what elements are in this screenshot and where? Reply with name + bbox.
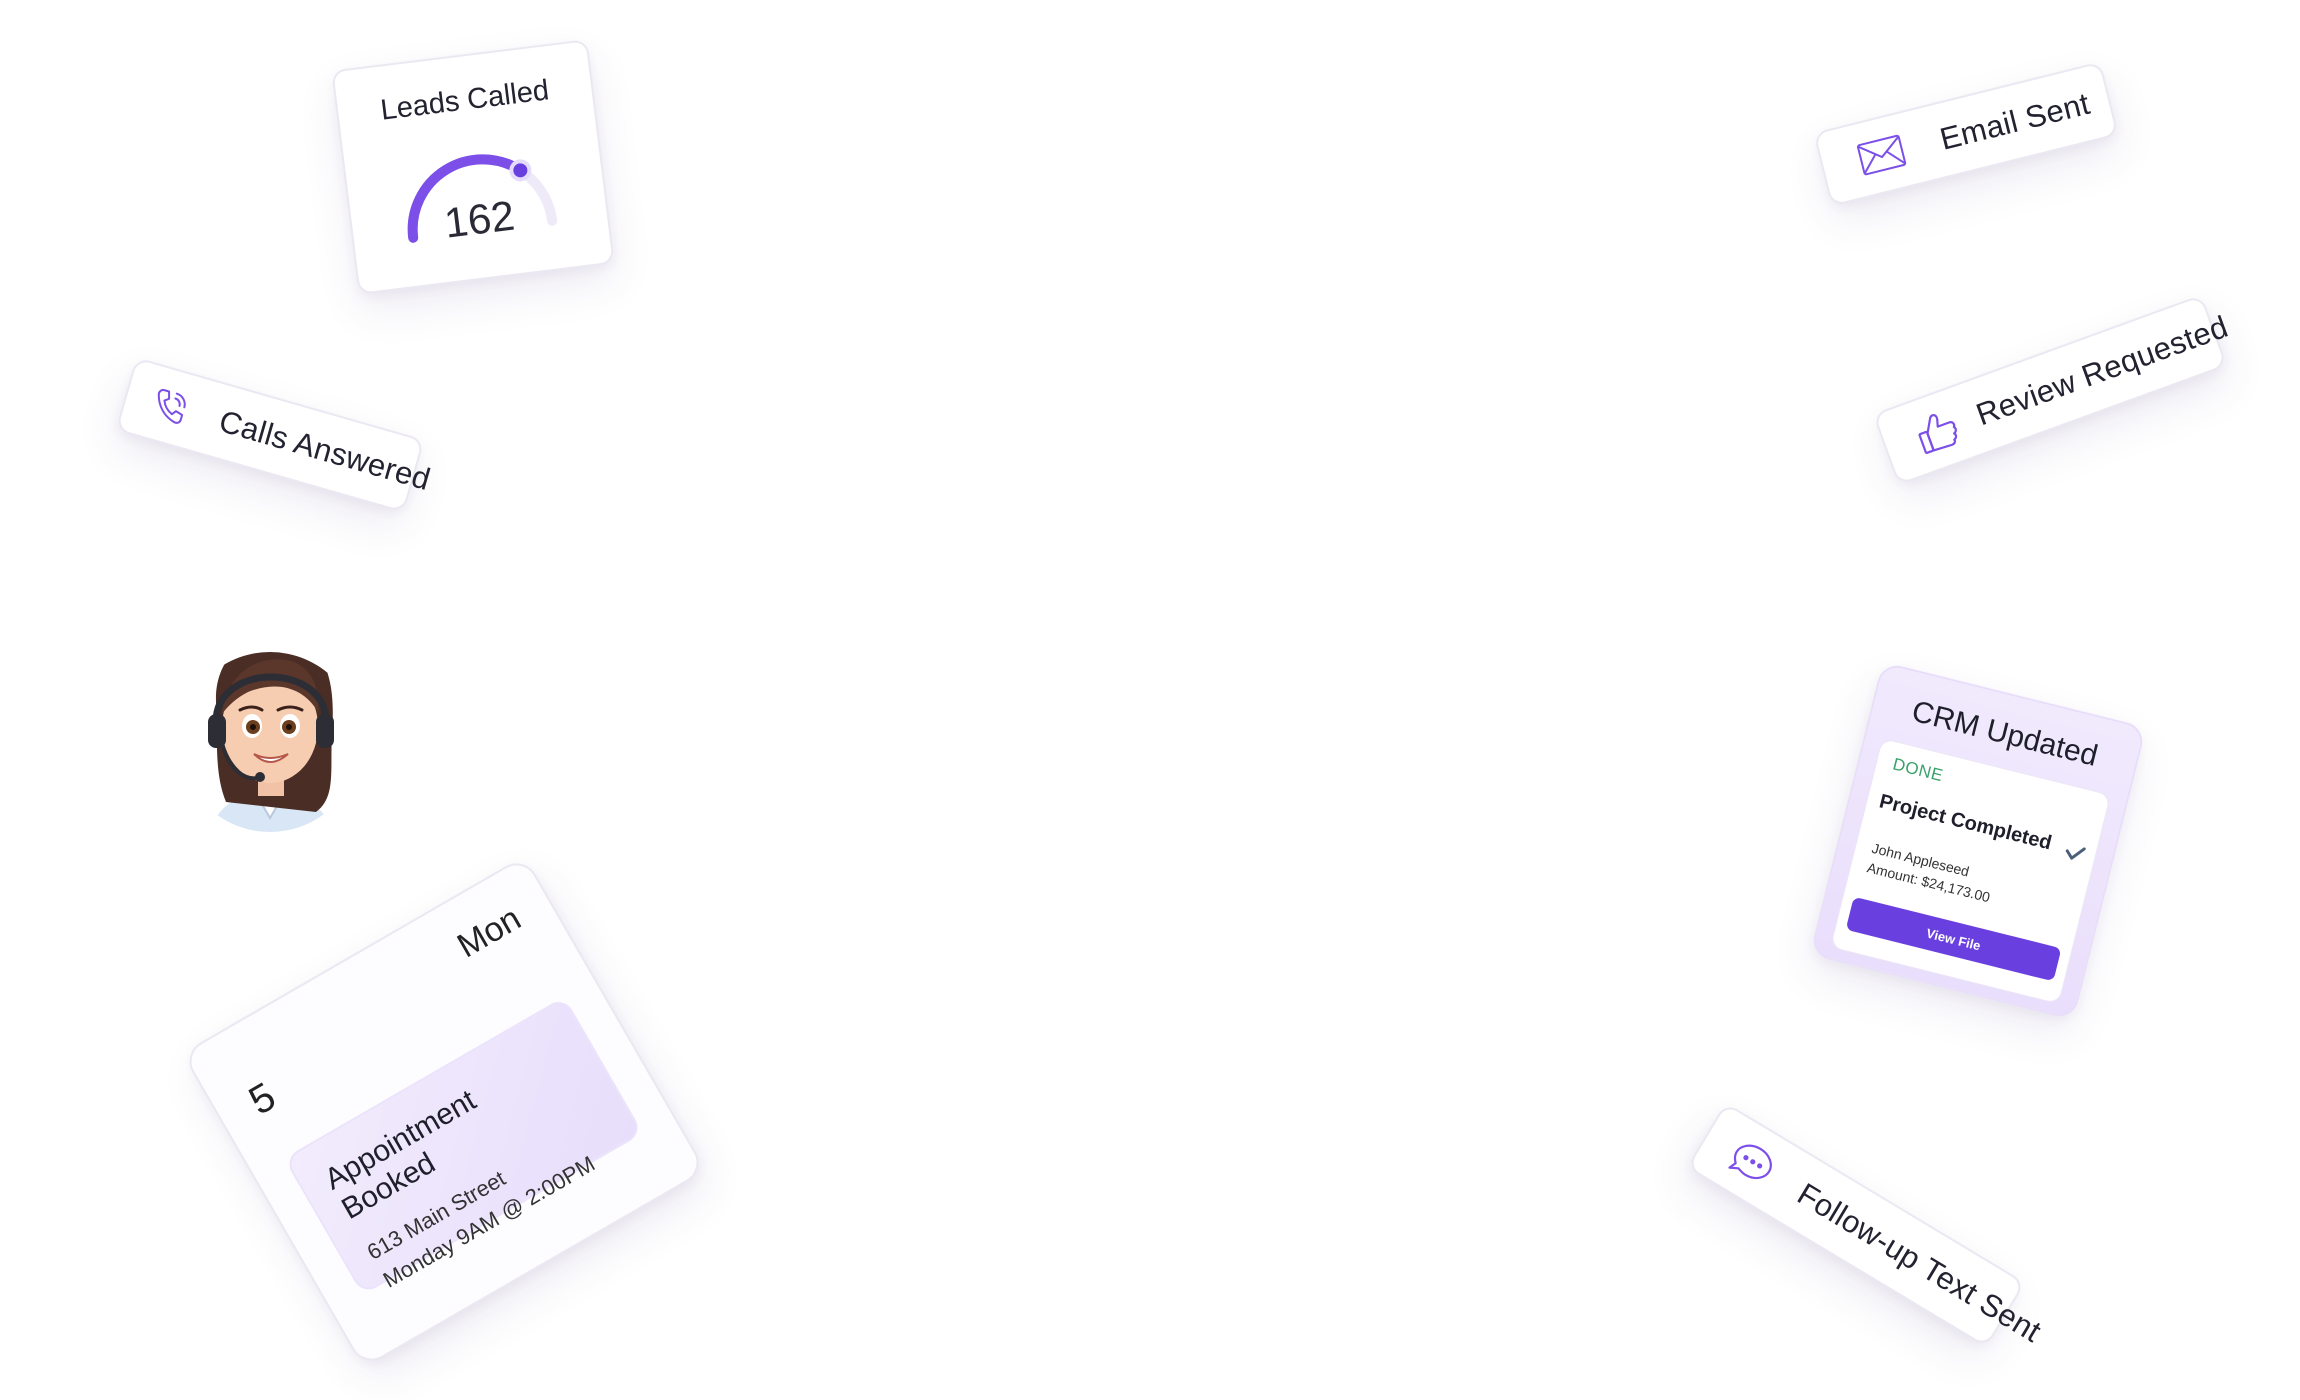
checkmark-icon: [2062, 843, 2086, 868]
leads-called-card: Leads Called 162: [331, 39, 615, 295]
appointment-event[interactable]: Appointment Booked 613 Main Street Monda…: [283, 996, 644, 1296]
crm-project-title: Project Completed: [1877, 790, 2054, 855]
crm-record: DONE Project Completed John Appleseed Am…: [1829, 737, 2112, 1005]
gauge-fill: [407, 154, 526, 243]
thumbs-up-icon: [1908, 403, 1966, 458]
follow-up-text-label: Follow-up Text Sent: [1791, 1176, 2048, 1349]
view-file-button[interactable]: View File: [1845, 896, 2062, 982]
follow-up-text-pill: Follow-up Text Sent: [1686, 1102, 2047, 1349]
email-sent-pill: Email Sent: [1813, 61, 2119, 207]
email-sent-label: Email Sent: [1936, 85, 2094, 157]
calendar-date: 5: [241, 1074, 283, 1124]
calendar-day: Mon: [451, 899, 528, 966]
appointment-calendar-card: Mon 5 Appointment Booked 613 Main Street…: [181, 855, 707, 1369]
envelope-icon: [1853, 133, 1910, 178]
chat-bubble-icon: [1721, 1133, 1783, 1192]
review-requested-pill: Review Requested: [1872, 294, 2232, 486]
calls-answered-pill: Calls Answered: [115, 357, 434, 513]
crm-updated-card: CRM Updated DONE Project Completed John …: [1809, 661, 2147, 1021]
agent-avatar-icon: [186, 622, 354, 840]
calls-answered-label: Calls Answered: [215, 403, 435, 498]
leads-gauge: [407, 154, 558, 243]
review-requested-label: Review Requested: [1971, 308, 2233, 433]
leads-called-title: Leads Called: [378, 74, 551, 127]
phone-icon: [146, 384, 194, 430]
gauge-knob: [509, 159, 532, 182]
crm-status-badge: DONE: [1890, 754, 1946, 786]
